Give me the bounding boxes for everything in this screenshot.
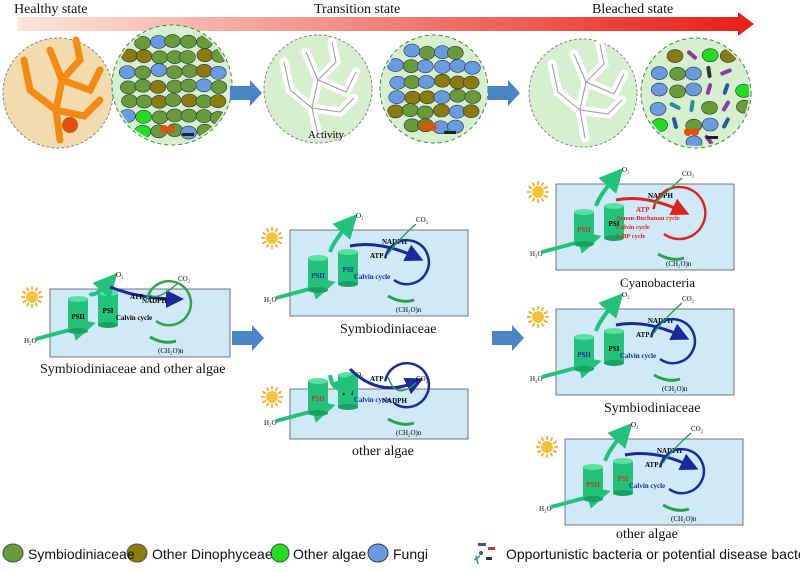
caption-panel-2: Symbiodiniaceae (340, 322, 437, 337)
svg-text:CO₂: CO₂ (416, 216, 429, 224)
legend-algae-swatch (270, 543, 290, 563)
svg-text:Calvin cycle: Calvin cycle (116, 314, 152, 322)
svg-text:PSI: PSI (103, 307, 114, 315)
svg-text:Calvin cycle: Calvin cycle (629, 482, 665, 490)
svg-text:CO₂: CO₂ (416, 375, 429, 383)
svg-text:NADPH: NADPH (648, 317, 673, 325)
svg-text:NADPH: NADPH (142, 297, 167, 305)
arrow-transition-to-bleached (488, 80, 520, 106)
legend-dino-label: Other Dinophyceae (152, 546, 273, 562)
svg-text:H₂O: H₂O (264, 296, 277, 304)
transition-coral-circle (263, 34, 373, 144)
svg-text:Arnon-Buchanan cycle: Arnon-Buchanan cycle (616, 215, 680, 222)
legend-fungi-label: Fungi (393, 546, 429, 562)
progression-arrow (18, 12, 754, 36)
legend-fungi-swatch (367, 543, 389, 563)
svg-text:PSII: PSII (311, 272, 325, 280)
svg-text:H₂O: H₂O (530, 250, 543, 258)
caption-panel-3: other algae (352, 444, 414, 459)
svg-text:(CH₂O)n: (CH₂O)n (396, 306, 422, 314)
svg-text:PSI: PSI (343, 266, 354, 274)
svg-text:O₂: O₂ (622, 291, 630, 299)
svg-text:O₂: O₂ (622, 166, 630, 174)
svg-text:ATP: ATP (636, 331, 650, 339)
arrow-mid-1 (232, 325, 264, 351)
svg-text:O₂: O₂ (631, 421, 639, 429)
legend-dino-swatch (126, 543, 148, 563)
svg-text:O₂: O₂ (356, 212, 364, 220)
svg-text:PSI: PSI (618, 475, 629, 483)
svg-text:PSII: PSII (586, 481, 600, 489)
arrow-healthy-to-transition (230, 80, 262, 106)
arrow-mid-2 (492, 325, 524, 351)
bleached-microbe-circle (640, 37, 752, 149)
svg-text:(CH₂O)n: (CH₂O)n (666, 260, 692, 268)
svg-text:H₂O: H₂O (530, 375, 543, 383)
legend-symbio-label: Symbiodiniaceae (28, 546, 135, 562)
panel-transition-symbio: H₂O PSII PSI O₂ NADPH ATP Calvin cycle CO₂ (CH₂O… (261, 212, 469, 317)
svg-text:PSI: PSI (343, 389, 354, 397)
svg-text:O₂: O₂ (356, 371, 364, 379)
svg-text:Calvin cycle: Calvin cycle (616, 224, 650, 231)
svg-text:(CH₂O)n: (CH₂O)n (662, 385, 688, 393)
svg-text:(CH₂O)n: (CH₂O)n (158, 347, 184, 355)
activity-label: Activity (308, 129, 345, 141)
svg-text:NADPH: NADPH (382, 397, 407, 405)
svg-text:ATP: ATP (130, 293, 144, 301)
svg-text:H₂O: H₂O (539, 505, 552, 513)
svg-text:O₂: O₂ (116, 271, 124, 279)
healthy-coral-circle (2, 36, 114, 149)
svg-text:ATP: ATP (370, 375, 384, 383)
legend-bacteria-icon (473, 543, 495, 565)
caption-panel-5: Symbiodiniaceae (604, 401, 701, 416)
transition-state-label: Transition state (314, 2, 401, 17)
svg-text:Calvin cycle: Calvin cycle (354, 396, 390, 404)
healthy-microbe-circle (111, 24, 233, 146)
svg-text:PSI: PSI (609, 345, 620, 353)
svg-text:(CH₂O)n: (CH₂O)n (396, 429, 422, 437)
svg-text:ATP: ATP (645, 461, 659, 469)
svg-text:PSII: PSII (577, 351, 591, 359)
svg-text:CO₂: CO₂ (682, 170, 695, 178)
legend-algae-label: Other algae (293, 546, 367, 562)
svg-text:NADPH: NADPH (657, 447, 682, 455)
healthy-state-label: Healthy state (14, 2, 88, 17)
svg-text:3-HP cycle: 3-HP cycle (616, 233, 646, 240)
svg-text:H₂O: H₂O (24, 337, 37, 345)
svg-text:CO₂: CO₂ (178, 275, 191, 283)
transition-microbe-circle (379, 34, 489, 144)
svg-text:ATP: ATP (636, 206, 650, 214)
bleached-state-label: Bleached state (592, 2, 674, 17)
panel-transition-algae: H₂O PSII PSI O₂ NADPH ATP Calvin cycle CO₂ (CH₂O… (261, 361, 469, 440)
svg-text:PSII: PSII (577, 226, 591, 234)
caption-panel-1: Symbiodiniaceae and other algae (40, 362, 226, 377)
svg-text:PSI: PSI (609, 220, 620, 228)
svg-text:PSII: PSII (71, 313, 85, 321)
bleached-coral-circle (528, 38, 638, 148)
svg-text:PSII: PSII (311, 395, 325, 403)
legend-bacteria-label: Opportunistic bacteria or potential dise… (506, 546, 800, 562)
legend-symbio-swatch (2, 543, 24, 563)
caption-panel-6: other algae (616, 527, 678, 542)
svg-text:Calvin cycle: Calvin cycle (354, 273, 390, 281)
svg-text:CO₂: CO₂ (691, 425, 704, 433)
svg-text:(CH₂O)n: (CH₂O)n (671, 515, 697, 523)
svg-text:CO₂: CO₂ (682, 295, 695, 303)
svg-text:ATP: ATP (370, 252, 384, 260)
svg-text:Calvin cycle: Calvin cycle (620, 352, 656, 360)
caption-panel-4: Cyanobacteria (620, 275, 696, 290)
svg-text:H₂O: H₂O (264, 419, 277, 427)
panel-bleached-symbio: H₂O PSII PSI O₂ NADPH ATP Calvin cycle CO₂ (CH₂O… (527, 291, 735, 396)
svg-text:NADPH: NADPH (382, 238, 407, 246)
panel-bleached-algae: H₂O PSII PSI O₂ NADPH ATP Calvin cycle CO₂ (CH₂O… (536, 421, 744, 526)
